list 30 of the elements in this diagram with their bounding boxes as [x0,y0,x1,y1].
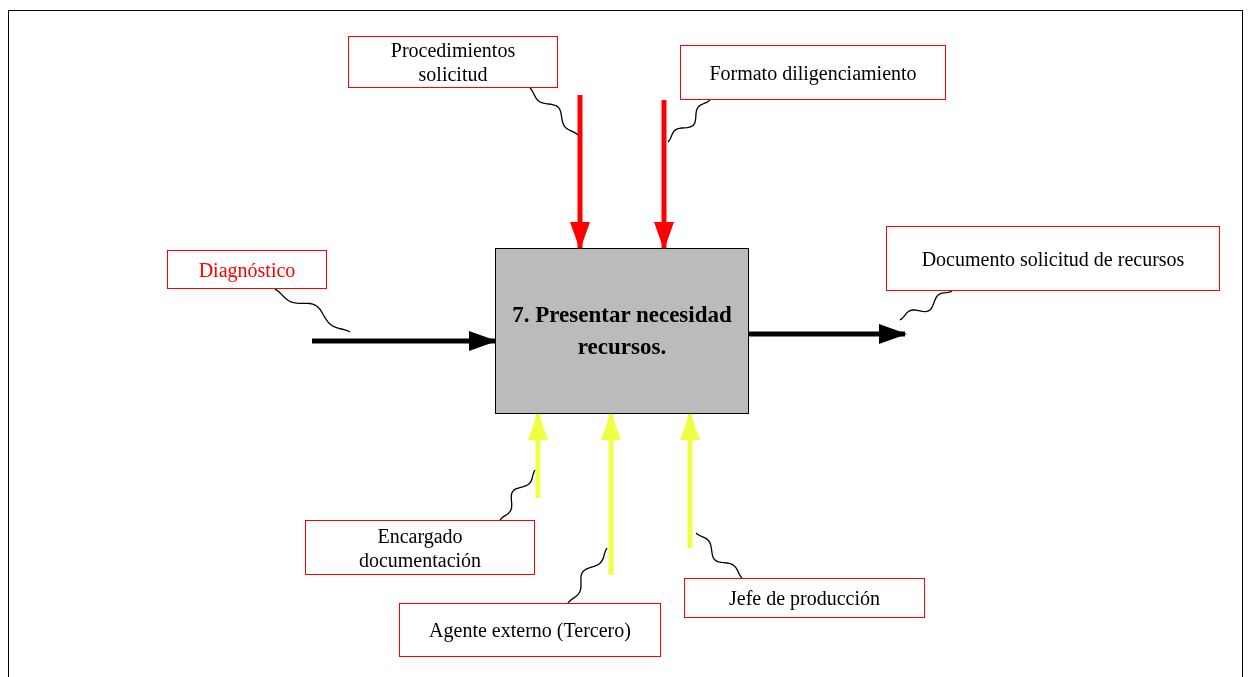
process-box [495,248,749,414]
arrow [749,324,907,344]
label-box [886,226,1220,291]
leader-line [667,99,711,143]
box-label: Formato diligenciamiento [709,60,917,85]
arrow [654,100,674,250]
leader-line [567,547,608,604]
label-box [399,603,661,657]
label-box [684,578,925,618]
leader-line [274,288,351,333]
leader-line [695,532,743,579]
arrow [528,412,548,498]
arrow [680,412,700,548]
arrow [570,95,590,250]
label-box [167,250,327,289]
arrow [312,331,497,351]
label-box [680,45,946,100]
process-title: 7. Presentar necesidad recursos. [512,301,732,361]
box-label: Procedimientos solicitud [389,38,517,86]
leader-line [899,290,953,321]
box-label: Diagnóstico [198,257,296,282]
label-box [348,36,558,88]
box-label: Agente externo (Tercero) [429,618,631,642]
arrow [601,412,621,575]
box-label: Documento solicitud de recursos [921,246,1185,271]
box-label: Encargado documentación [357,523,483,572]
label-box [305,520,535,575]
leader-line [499,469,536,521]
box-label: Jefe de producción [728,586,880,610]
leader-line [529,87,579,136]
